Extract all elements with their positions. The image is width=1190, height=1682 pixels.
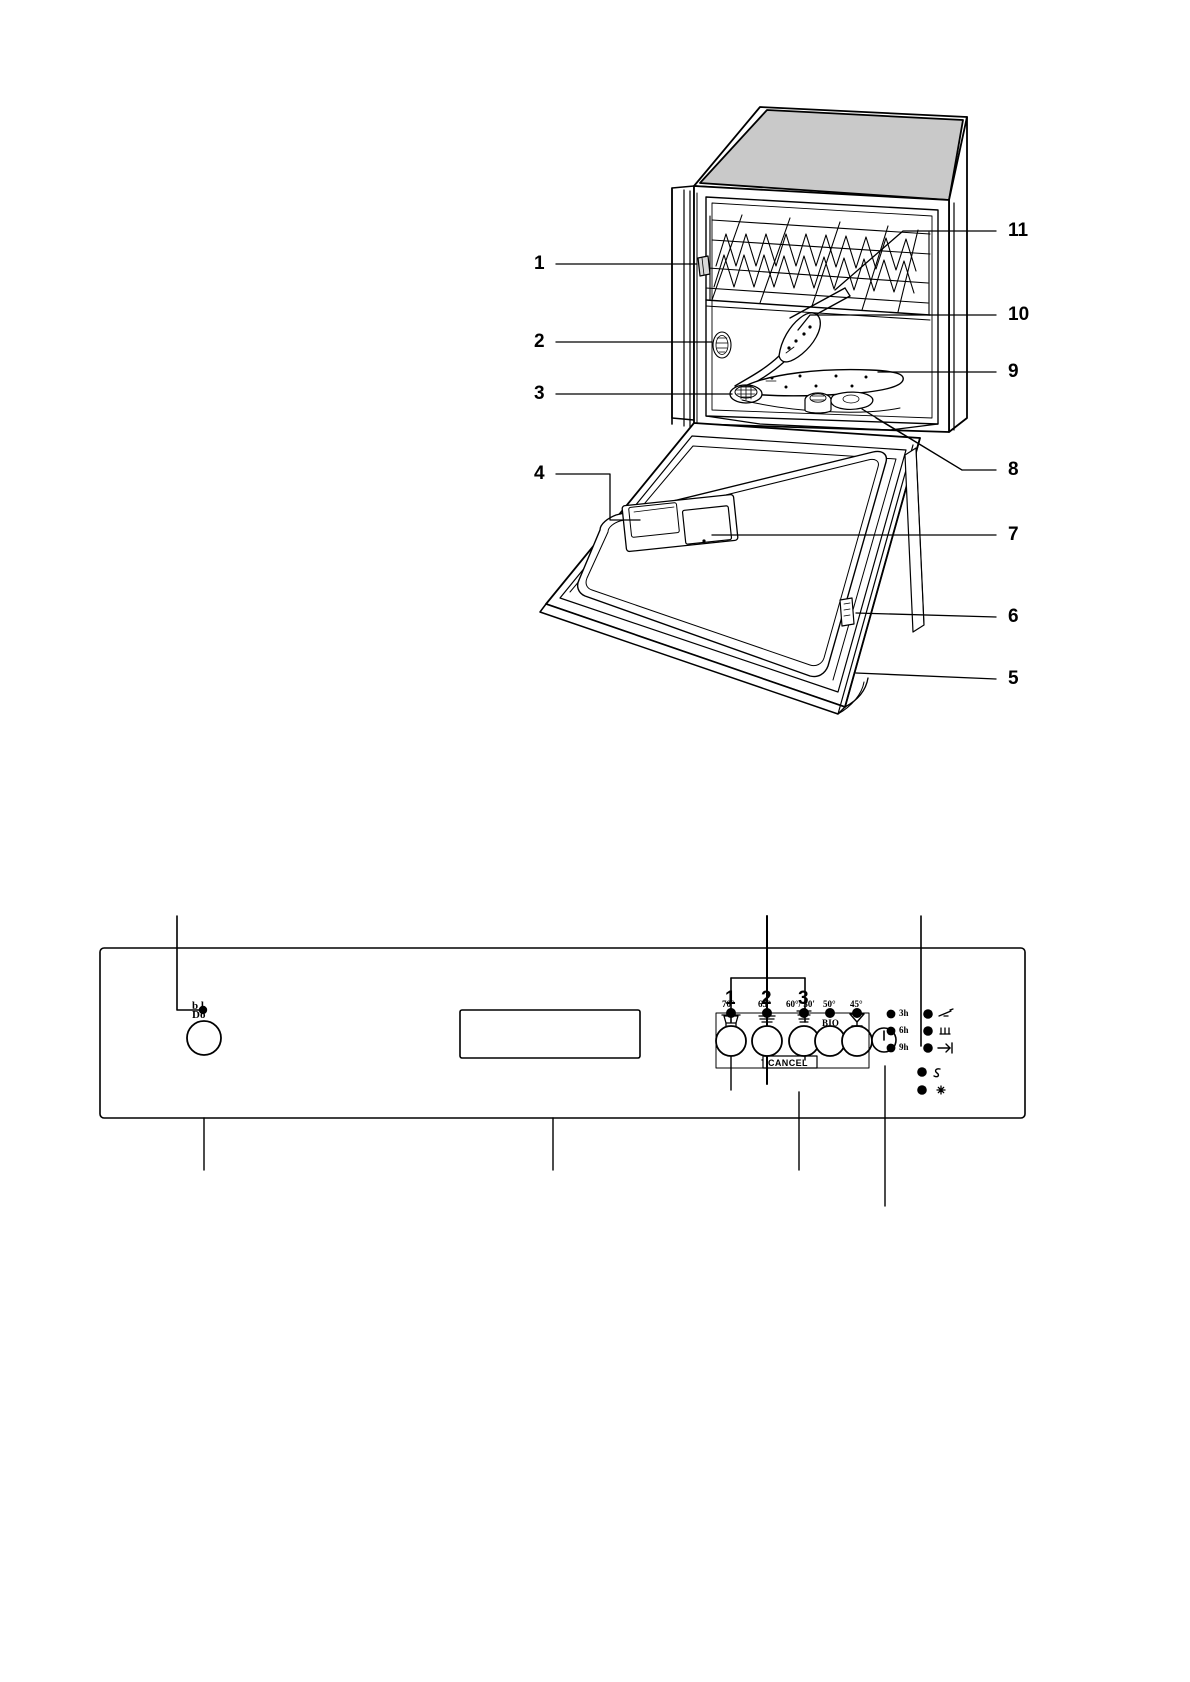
callout-8: 8 bbox=[1008, 459, 1019, 480]
callout-3: 3 bbox=[534, 383, 545, 404]
rinse-aid-indicator-icon-glyph bbox=[937, 1086, 945, 1094]
delay-label-6h: 6h bbox=[899, 1025, 909, 1035]
program-led-4 bbox=[825, 1008, 835, 1018]
detergent-lid bbox=[682, 506, 731, 545]
program-temp-1: 70° bbox=[722, 999, 735, 1009]
cancel-label: CANCEL bbox=[768, 1058, 808, 1068]
program-sublabel-bio: BIO bbox=[822, 1018, 840, 1028]
callout-9: 9 bbox=[1008, 361, 1019, 382]
filter-assembly bbox=[730, 385, 762, 403]
callout-1: 1 bbox=[534, 253, 545, 274]
salt-indicator-icon-glyph bbox=[934, 1069, 940, 1077]
program-button-4-bio[interactable] bbox=[815, 1026, 845, 1056]
program-button-1[interactable] bbox=[716, 1026, 746, 1056]
program-temp-5: 45° bbox=[850, 999, 863, 1009]
start-pause-button[interactable] bbox=[872, 1028, 896, 1052]
group-number-3: 3 bbox=[798, 988, 809, 1009]
display-window bbox=[460, 1010, 640, 1058]
on-off-button[interactable] bbox=[187, 1021, 221, 1055]
upper-spray-arm bbox=[779, 313, 820, 362]
program-led-5 bbox=[852, 1008, 862, 1018]
phase-led-dry bbox=[923, 1026, 933, 1036]
salt-led bbox=[917, 1067, 927, 1077]
phase-led-end bbox=[923, 1043, 933, 1053]
group-number-1: 1 bbox=[725, 988, 736, 1009]
lower-spray-arm bbox=[745, 370, 903, 396]
callout-6: 6 bbox=[1008, 606, 1019, 627]
dry-phase-icon-glyph bbox=[940, 1028, 950, 1034]
group-number-2: 2 bbox=[761, 988, 772, 1009]
program-button-2[interactable] bbox=[752, 1026, 782, 1056]
callout-5: 5 bbox=[1008, 668, 1019, 689]
end-phase-icon-glyph bbox=[938, 1043, 952, 1053]
program-led-3 bbox=[799, 1008, 809, 1018]
phase-led-wash bbox=[923, 1009, 933, 1019]
callout-2: 2 bbox=[534, 331, 545, 352]
door-latch bbox=[840, 598, 854, 626]
top-surface bbox=[700, 110, 963, 200]
door-panel bbox=[540, 423, 920, 714]
basket-adjuster bbox=[698, 256, 710, 276]
callout-11: 11 bbox=[1008, 220, 1029, 241]
program-button-5-glass[interactable] bbox=[842, 1026, 872, 1056]
program-led-1 bbox=[726, 1008, 736, 1018]
rating-plate bbox=[713, 332, 731, 358]
delay-label-9h: 9h bbox=[899, 1042, 909, 1052]
delay-led-3h bbox=[886, 1009, 896, 1019]
detergent-dispenser bbox=[622, 494, 738, 551]
rinse-aid-led bbox=[917, 1085, 927, 1095]
program-temp-3: 60°/ 30' bbox=[786, 999, 815, 1009]
delay-label-3h: 3h bbox=[899, 1008, 909, 1018]
callout-10: 10 bbox=[1008, 304, 1030, 325]
salt-and-rinse-dispensers bbox=[805, 392, 873, 413]
program-temp-4: 50° bbox=[823, 999, 836, 1009]
wash-phase-icon-glyph bbox=[939, 1009, 953, 1016]
callout-7: 7 bbox=[1008, 524, 1019, 545]
program-led-2 bbox=[762, 1008, 772, 1018]
callout-4: 4 bbox=[534, 463, 545, 484]
program-temp-2: 65° bbox=[758, 999, 771, 1009]
